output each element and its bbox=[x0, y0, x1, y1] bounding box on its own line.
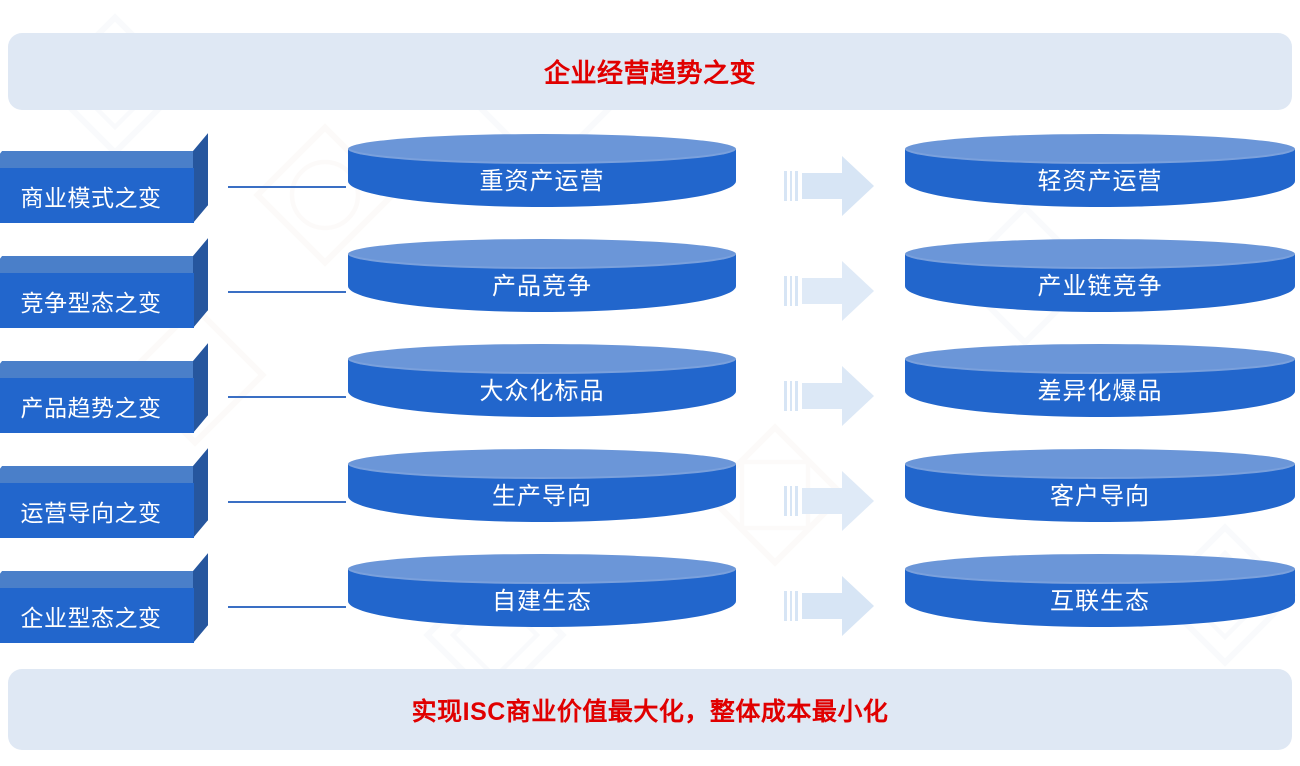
category-box: 商业模式之变 bbox=[0, 133, 209, 223]
right-arrow-icon bbox=[784, 366, 874, 426]
box-top-face bbox=[0, 571, 209, 589]
from-cylinder: 重资产运营 bbox=[348, 134, 736, 222]
from-cylinder: 大众化标品 bbox=[348, 344, 736, 432]
category-label: 企业型态之变 bbox=[20, 604, 162, 631]
cylinder-top-ellipse bbox=[905, 134, 1295, 164]
right-arrow-icon bbox=[784, 471, 874, 531]
cylinder-top-ellipse bbox=[348, 449, 736, 479]
arrow-head bbox=[802, 156, 874, 216]
to-cylinder: 产业链竞争 bbox=[905, 239, 1295, 327]
category-box: 产品趋势之变 bbox=[0, 343, 209, 433]
connector-line bbox=[228, 291, 346, 293]
box-top-face bbox=[0, 466, 209, 484]
box-front-face: 产品趋势之变 bbox=[0, 378, 194, 433]
page-title: 企业经营趋势之变 bbox=[543, 58, 756, 88]
box-front-face: 商业模式之变 bbox=[0, 168, 194, 223]
category-label: 竞争型态之变 bbox=[20, 289, 162, 316]
category-box: 运营导向之变 bbox=[0, 448, 209, 538]
from-cylinder: 产品竞争 bbox=[348, 239, 736, 327]
to-label: 产业链竞争 bbox=[1037, 272, 1163, 300]
category-label: 商业模式之变 bbox=[20, 184, 162, 211]
category-label: 产品趋势之变 bbox=[20, 394, 162, 421]
transition-row: 商业模式之变 重资产运营 轻资产运营 bbox=[0, 133, 1300, 239]
to-label: 客户导向 bbox=[1050, 482, 1150, 510]
arrow-motion-lines bbox=[784, 486, 799, 516]
box-side-face bbox=[193, 343, 208, 433]
arrow-head bbox=[802, 576, 874, 636]
to-cylinder: 轻资产运营 bbox=[905, 134, 1295, 222]
to-cylinder: 差异化爆品 bbox=[905, 344, 1295, 432]
to-cylinder: 客户导向 bbox=[905, 449, 1295, 537]
cylinder-top-ellipse bbox=[905, 344, 1295, 374]
from-cylinder: 生产导向 bbox=[348, 449, 736, 537]
transition-row: 运营导向之变 生产导向 客户导向 bbox=[0, 448, 1300, 554]
arrow-head bbox=[802, 261, 874, 321]
box-side-face bbox=[193, 448, 208, 538]
transition-row: 产品趋势之变 大众化标品 差异化爆品 bbox=[0, 343, 1300, 449]
connector-line bbox=[228, 396, 346, 398]
right-arrow-icon bbox=[784, 156, 874, 216]
from-cylinder: 自建生态 bbox=[348, 554, 736, 642]
cylinder-top-ellipse bbox=[348, 344, 736, 374]
box-side-face bbox=[193, 238, 208, 328]
conclusion-banner: 实现ISC商业价值最大化，整体成本最小化 bbox=[8, 669, 1292, 750]
from-label: 产品竞争 bbox=[492, 272, 592, 300]
arrow-head bbox=[802, 366, 874, 426]
arrow-head bbox=[802, 471, 874, 531]
category-box: 企业型态之变 bbox=[0, 553, 209, 643]
from-label: 大众化标品 bbox=[479, 377, 605, 405]
connector-line bbox=[228, 186, 346, 188]
transition-row: 竞争型态之变 产品竞争 产业链竞争 bbox=[0, 238, 1300, 344]
category-box: 竞争型态之变 bbox=[0, 238, 209, 328]
box-front-face: 竞争型态之变 bbox=[0, 273, 194, 328]
box-top-face bbox=[0, 361, 209, 379]
from-label: 重资产运营 bbox=[479, 167, 605, 195]
connector-line bbox=[228, 606, 346, 608]
arrow-motion-lines bbox=[784, 381, 799, 411]
category-label: 运营导向之变 bbox=[20, 499, 162, 526]
arrow-motion-lines bbox=[784, 171, 799, 201]
to-label: 互联生态 bbox=[1050, 587, 1150, 615]
to-cylinder: 互联生态 bbox=[905, 554, 1295, 642]
cylinder-top-ellipse bbox=[348, 134, 736, 164]
cylinder-top-ellipse bbox=[905, 554, 1295, 584]
cylinder-top-ellipse bbox=[348, 554, 736, 584]
transition-row: 企业型态之变 自建生态 互联生态 bbox=[0, 553, 1300, 659]
right-arrow-icon bbox=[784, 261, 874, 321]
arrow-motion-lines bbox=[784, 276, 799, 306]
box-side-face bbox=[193, 553, 208, 643]
to-label: 轻资产运营 bbox=[1037, 167, 1163, 195]
to-label: 差异化爆品 bbox=[1037, 377, 1163, 405]
right-arrow-icon bbox=[784, 576, 874, 636]
from-label: 生产导向 bbox=[492, 482, 592, 510]
connector-line bbox=[228, 501, 346, 503]
box-side-face bbox=[193, 133, 208, 223]
title-banner: 企业经营趋势之变 bbox=[8, 33, 1292, 110]
cylinder-top-ellipse bbox=[905, 239, 1295, 269]
box-top-face bbox=[0, 256, 209, 274]
box-front-face: 运营导向之变 bbox=[0, 483, 194, 538]
box-front-face: 企业型态之变 bbox=[0, 588, 194, 643]
arrow-motion-lines bbox=[784, 591, 799, 621]
box-top-face bbox=[0, 151, 209, 169]
cylinder-top-ellipse bbox=[348, 239, 736, 269]
cylinder-top-ellipse bbox=[905, 449, 1295, 479]
from-label: 自建生态 bbox=[492, 587, 592, 615]
conclusion-text: 实现ISC商业价值最大化，整体成本最小化 bbox=[411, 697, 889, 726]
